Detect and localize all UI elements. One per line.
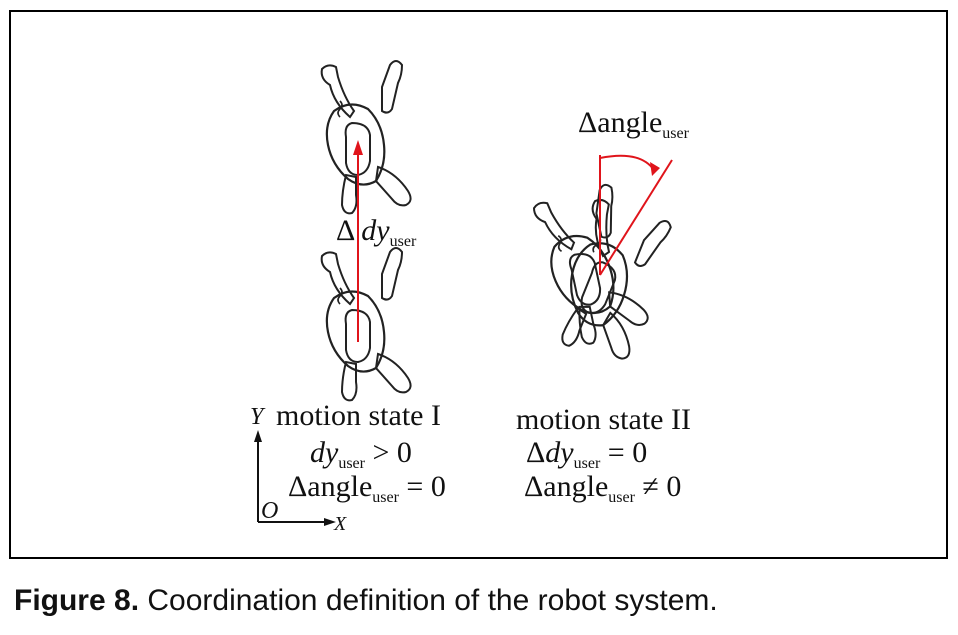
state1-eq2: Δangleuser = 0 xyxy=(288,470,446,506)
figure-frame xyxy=(9,10,948,559)
walker-bottom xyxy=(320,246,412,402)
walker-top xyxy=(320,59,412,215)
state1-eq1: dyuser > 0 xyxy=(310,436,412,472)
dy-arrow xyxy=(353,140,363,342)
angle-annotation: Δangleuser xyxy=(578,106,690,142)
state2-eq2: Δangleuser ≠ 0 xyxy=(524,470,681,506)
x-axis-label: X xyxy=(333,513,347,535)
origin-label: O xyxy=(261,498,278,524)
caption-label: Figure 8. xyxy=(14,584,140,617)
state2-title: motion state II xyxy=(516,403,691,436)
figure-caption: Figure 8. Coordination definition of the… xyxy=(14,584,718,618)
y-axis-label: Y xyxy=(250,404,266,430)
state1-title: motion state I xyxy=(276,399,441,432)
coordinate-axes xyxy=(254,430,336,526)
state2-eq1: Δdyuser = 0 xyxy=(526,436,647,472)
angle-indicator xyxy=(599,154,673,276)
caption-text: Coordination definition of the robot sys… xyxy=(147,584,718,617)
